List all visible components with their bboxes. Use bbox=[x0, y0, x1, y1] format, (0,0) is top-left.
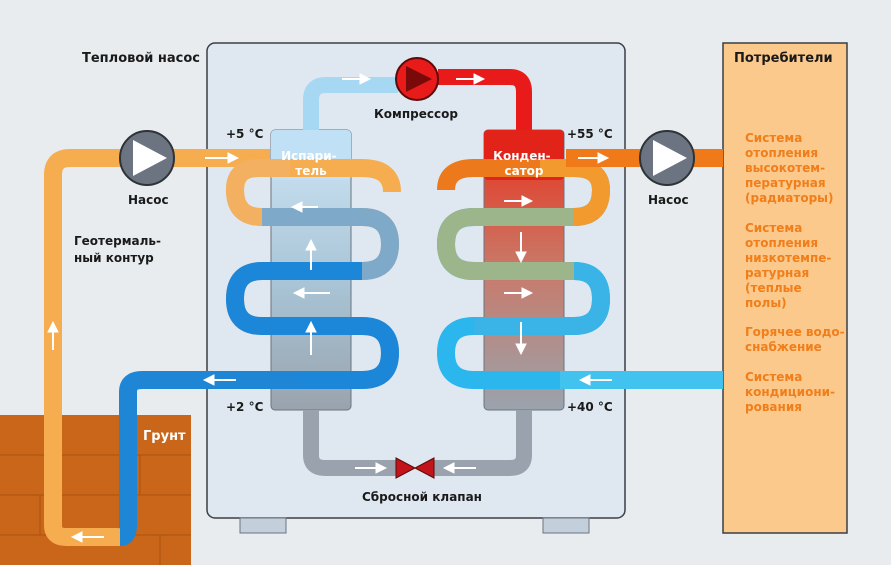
consumer-panel bbox=[722, 42, 848, 534]
refrigerant-pipe-bottom bbox=[303, 410, 532, 476]
arrow-left-icon bbox=[290, 201, 318, 213]
arrow-right-icon bbox=[504, 195, 534, 207]
consumer-high-temp-heating: Система отопления высокотем- пературная … bbox=[745, 131, 834, 205]
arrow-right-icon bbox=[578, 152, 610, 164]
pump-left bbox=[119, 130, 175, 186]
housing-foot-right bbox=[542, 517, 590, 534]
evaporator-label: Испари- тель bbox=[281, 149, 341, 178]
housing-foot-left bbox=[239, 517, 287, 534]
arrow-up-icon bbox=[47, 320, 59, 350]
condenser-label: Конден- сатор bbox=[493, 149, 555, 178]
arrow-right-icon bbox=[456, 73, 486, 85]
compressor bbox=[395, 57, 439, 101]
pump-right bbox=[639, 130, 695, 186]
temp-plus2: +2 °С bbox=[226, 400, 264, 414]
consumer-air-conditioning: Система кондициони- рования bbox=[745, 370, 839, 414]
arrow-right-icon bbox=[205, 152, 240, 164]
temp-plus55: +55 °С bbox=[567, 127, 613, 141]
valve-label: Сбросной клапан bbox=[362, 490, 482, 504]
refrigerant-pipe-hot-top bbox=[438, 69, 532, 130]
geo-loop-cold bbox=[118, 371, 300, 546]
consumer-low-temp-heating: Система отопления низкотемпе- ратурная (… bbox=[745, 221, 836, 310]
ground-label: Грунт bbox=[143, 429, 186, 444]
arrow-right-icon bbox=[342, 73, 372, 85]
arrow-left-icon bbox=[442, 462, 476, 474]
flow-arrows bbox=[47, 73, 612, 543]
bypass-valve bbox=[395, 457, 435, 479]
arrow-right-icon bbox=[355, 462, 388, 474]
pump-left-label: Насос bbox=[128, 193, 169, 207]
arrow-left-icon bbox=[292, 287, 330, 299]
arrow-down-icon bbox=[515, 232, 527, 264]
compressor-label: Компрессор bbox=[374, 107, 458, 121]
arrow-right-icon bbox=[504, 287, 534, 299]
heat-pump-title: Тепловой насос bbox=[82, 51, 200, 66]
arrow-left-icon bbox=[70, 531, 104, 543]
consumers-title: Потребители bbox=[734, 51, 833, 66]
arrow-left-icon bbox=[578, 374, 612, 386]
arrow-up-icon bbox=[305, 238, 317, 270]
arrow-up-icon bbox=[305, 320, 317, 355]
pump-right-label: Насос bbox=[648, 193, 689, 207]
temp-plus5: +5 °С bbox=[226, 127, 264, 141]
arrow-down-icon bbox=[515, 322, 527, 356]
arrow-left-icon bbox=[202, 374, 236, 386]
geo-contour-label: Геотермаль- ный контур bbox=[74, 234, 165, 265]
refrigerant-pipe-cold-top bbox=[303, 77, 398, 130]
consumer-hot-water: Горячее водо- снабжение bbox=[745, 325, 849, 354]
temp-plus40: +40 °С bbox=[567, 400, 613, 414]
